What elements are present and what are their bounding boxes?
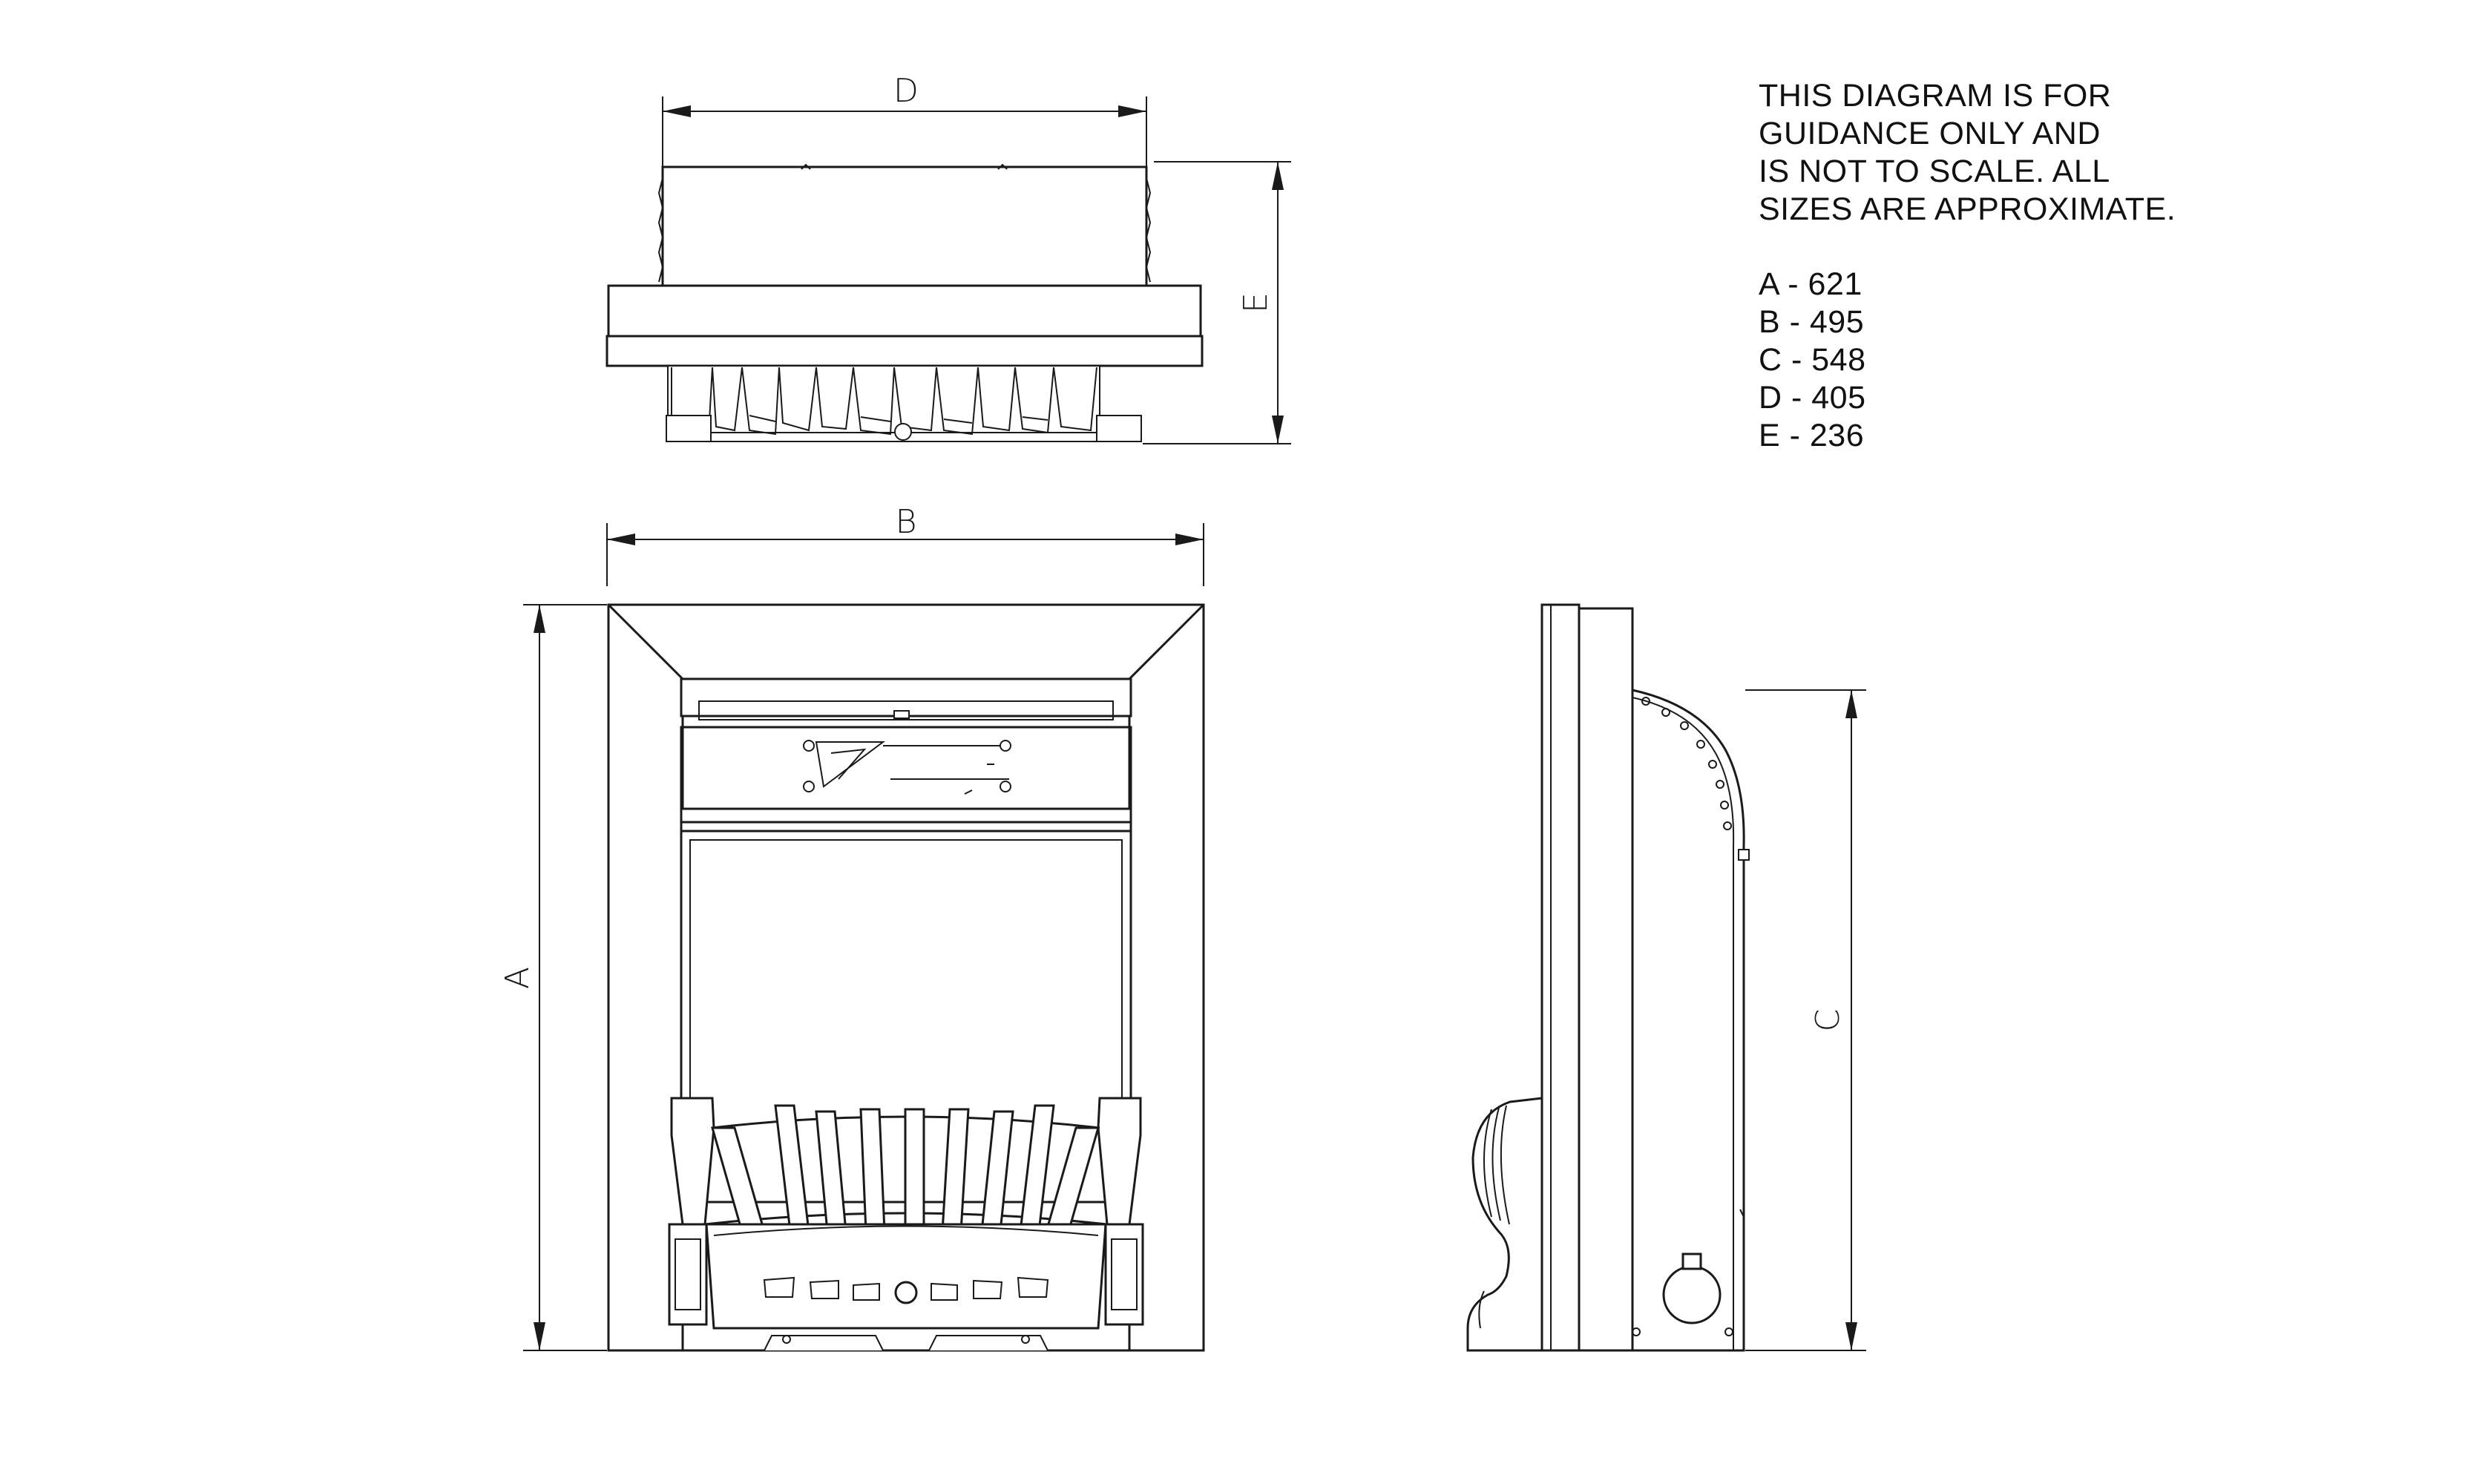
size-e: E - 236 xyxy=(1759,418,1865,453)
dimension-b: B xyxy=(606,503,1204,586)
side-view: C xyxy=(1466,603,1866,1352)
size-list: A - 621 B - 495 C - 548 D - 405 E - 236 xyxy=(1759,266,2176,455)
top-view: D E xyxy=(605,72,1291,444)
notes-block: THIS DIAGRAM IS FOR GUIDANCE ONLY AND IS… xyxy=(1759,77,2176,455)
coal-bed-top xyxy=(666,365,1142,442)
size-c: C - 548 xyxy=(1759,342,1866,378)
dimension-c: C xyxy=(1745,689,1866,1351)
dimension-d: D xyxy=(662,72,1147,167)
side-rivets xyxy=(1632,697,1733,1336)
dimension-a: A xyxy=(499,604,607,1351)
front-view: B A xyxy=(499,503,1205,1352)
dimension-e-label: E xyxy=(1237,292,1275,313)
size-a: A - 621 xyxy=(1759,266,1863,302)
dimension-e: E xyxy=(1143,161,1291,444)
dimension-c-label: C xyxy=(1809,1009,1847,1032)
grate xyxy=(668,1097,1144,1351)
dimension-a-label: A xyxy=(499,967,536,989)
control-panel xyxy=(801,710,1017,799)
size-d: D - 405 xyxy=(1759,380,1866,416)
dimension-d-label: D xyxy=(893,72,919,110)
disclaimer-line: GUIDANCE ONLY AND xyxy=(1759,116,2101,151)
disclaimer: THIS DIAGRAM IS FOR GUIDANCE ONLY AND IS… xyxy=(1759,77,2176,229)
disclaimer-line: THIS DIAGRAM IS FOR xyxy=(1759,78,2112,114)
disclaimer-line: SIZES ARE APPROXIMATE. xyxy=(1759,191,2176,227)
size-b: B - 495 xyxy=(1759,304,1865,340)
dimension-b-label: B xyxy=(896,503,917,541)
disclaimer-line: IS NOT TO SCALE. ALL xyxy=(1759,154,2110,189)
